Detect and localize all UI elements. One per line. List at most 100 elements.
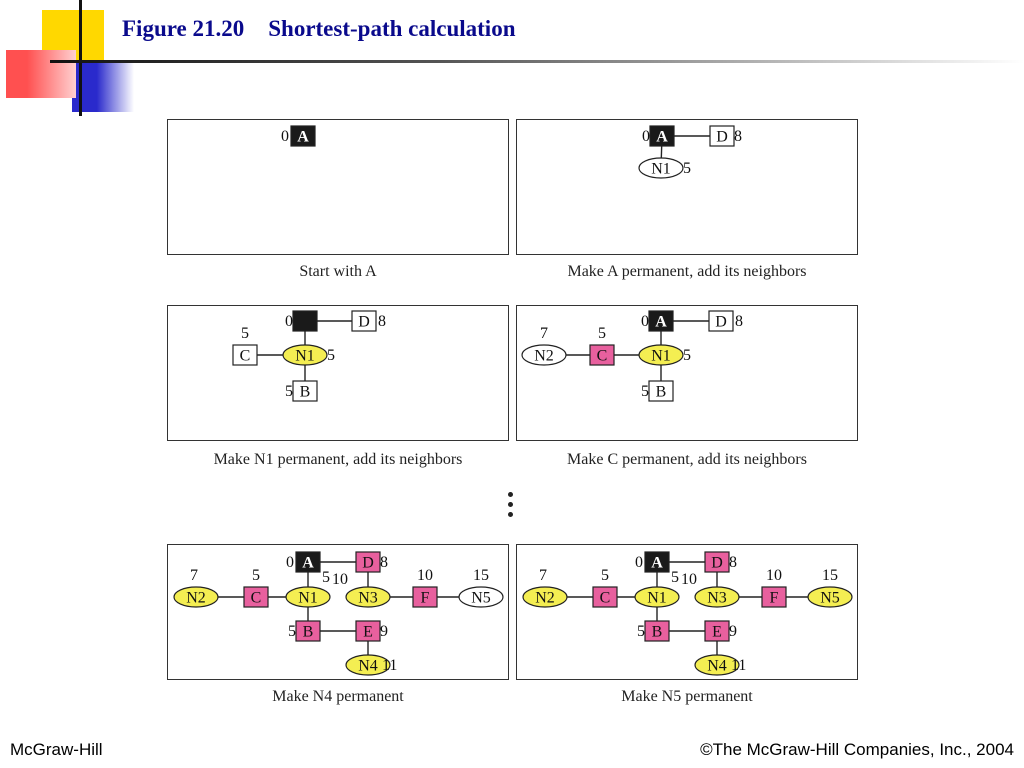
- panel-step-5: [167, 544, 509, 680]
- node-label-B: B: [652, 624, 663, 641]
- router-box-B: [292, 380, 318, 402]
- node-cost-C: 5: [241, 325, 249, 342]
- node-C: C5: [592, 567, 618, 608]
- router-box-A: [644, 551, 670, 573]
- caption-step-1: Start with A: [299, 263, 377, 280]
- node-label-N1: N1: [298, 590, 318, 607]
- network-ellipse-N4: [694, 654, 740, 676]
- router-box-A: [292, 310, 318, 332]
- node-cost-N1: 5: [671, 569, 679, 586]
- node-label-A: A: [651, 555, 663, 572]
- node-N1: N15: [634, 569, 680, 608]
- node-cost-N2: 7: [539, 567, 547, 584]
- node-label-C: C: [251, 590, 262, 607]
- caption-step-5: Make N4 permanent: [272, 688, 404, 705]
- node-label-A: A: [655, 314, 667, 331]
- node-label-N5: N5: [471, 590, 491, 607]
- panel-step-1: [167, 119, 509, 255]
- node-label-N1: N1: [651, 161, 671, 178]
- router-box-F: [412, 586, 438, 608]
- node-A: 0: [285, 310, 318, 332]
- router-box-D: [709, 125, 735, 147]
- node-cost-D: 8: [735, 313, 743, 330]
- caption-step-2: Make A permanent, add its neighbors: [567, 263, 807, 280]
- node-label-N2: N2: [534, 348, 554, 365]
- node-N2: N27: [521, 325, 567, 366]
- node-cost-A: 0: [286, 554, 294, 571]
- node-C: C5: [232, 325, 258, 366]
- node-B: B5: [288, 620, 321, 642]
- node-cost-B: 5: [641, 383, 649, 400]
- node-A: A0: [281, 125, 316, 147]
- router-box-B: [648, 380, 674, 402]
- node-N2: N27: [173, 567, 219, 608]
- node-label-D: D: [715, 314, 727, 331]
- footer-copyright: ©The McGraw-Hill Companies, Inc., 2004: [700, 740, 1014, 759]
- router-box-E: [355, 620, 381, 642]
- node-cost-E: 9: [729, 623, 737, 640]
- router-box-A: [290, 125, 316, 147]
- node-A: A0: [286, 551, 321, 573]
- router-box-C: [243, 586, 269, 608]
- node-F: F10: [412, 567, 438, 608]
- caption-step-3: Make N1 permanent, add its neighbors: [213, 451, 463, 468]
- router-box-A: [649, 125, 675, 147]
- node-cost-C: 5: [252, 567, 260, 584]
- router-box-C: [232, 344, 258, 366]
- node-cost-D: 8: [378, 313, 386, 330]
- node-cost-B: 5: [637, 623, 645, 640]
- node-label-N2: N2: [535, 590, 555, 607]
- panel-step-6: [516, 544, 858, 680]
- node-A: A0: [641, 310, 674, 332]
- node-A: A0: [642, 125, 675, 147]
- node-label-N2: N2: [186, 590, 206, 607]
- router-box-D: [704, 551, 730, 573]
- node-cost-D: 8: [380, 554, 388, 571]
- footer-publisher: McGraw-Hill: [10, 740, 103, 759]
- panel-step-2: [516, 119, 858, 255]
- caption-step-4: Make C permanent, add its neighbors: [567, 451, 807, 468]
- node-label-E: E: [712, 624, 722, 641]
- node-label-D: D: [358, 314, 370, 331]
- node-C: C5: [243, 567, 269, 608]
- deco-horizontal-line: [50, 60, 1024, 63]
- node-label-C: C: [597, 348, 608, 365]
- node-cost-A: 0: [285, 313, 293, 330]
- node-N2: N27: [522, 567, 568, 608]
- network-ellipse-N3: [694, 586, 740, 608]
- deco-red-square: [6, 50, 76, 98]
- node-F: F10: [761, 567, 787, 608]
- node-label-F: F: [770, 590, 779, 607]
- node-cost-D: 8: [734, 128, 742, 145]
- network-ellipse-N5: [807, 586, 853, 608]
- node-label-N1: N1: [295, 348, 315, 365]
- node-B: B5: [285, 380, 318, 402]
- node-cost-B: 5: [285, 383, 293, 400]
- router-box-F: [761, 586, 787, 608]
- node-cost-N2: 7: [190, 567, 198, 584]
- node-cost-E: 9: [380, 623, 388, 640]
- node-A: A0: [635, 551, 670, 573]
- node-label-B: B: [300, 384, 311, 401]
- node-label-D: D: [716, 129, 728, 146]
- node-label-C: C: [600, 590, 611, 607]
- node-label-A: A: [656, 129, 668, 146]
- network-ellipse-N2: [521, 344, 567, 366]
- router-box-C: [589, 344, 615, 366]
- node-cost-D: 8: [729, 554, 737, 571]
- node-cost-N1: 5: [683, 347, 691, 364]
- node-C: C5: [589, 325, 615, 366]
